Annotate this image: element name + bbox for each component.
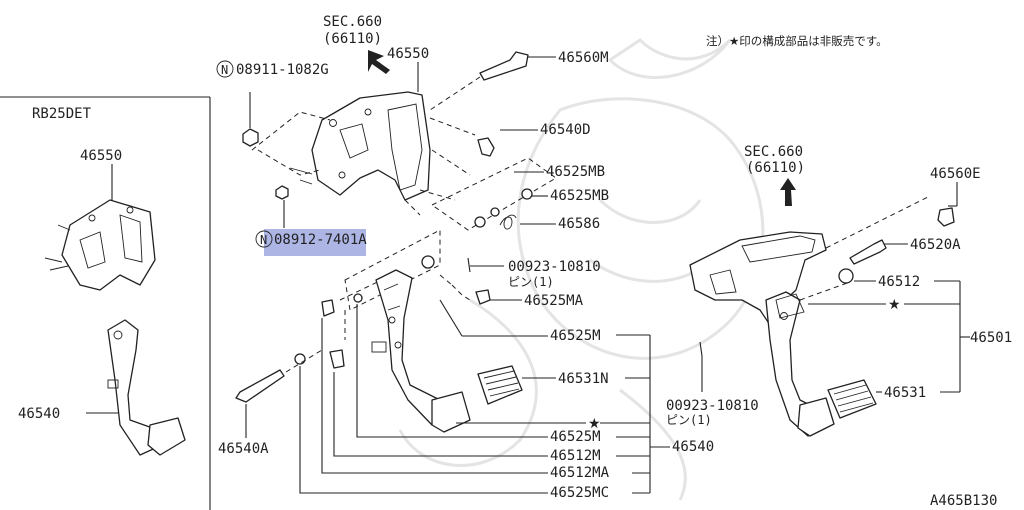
sec-ref-top: SEC.660 bbox=[323, 14, 382, 30]
pin-top-qty: ピン(1) bbox=[508, 275, 554, 289]
label-46540A: 46540A bbox=[218, 441, 269, 457]
pin-right-drawing bbox=[699, 341, 703, 357]
bolt-46560E-drawing bbox=[937, 207, 955, 227]
label-46512M: 46512M bbox=[550, 448, 601, 464]
label-46540-main: 46540 bbox=[672, 439, 714, 455]
label-46520A: 46520A bbox=[910, 237, 961, 253]
star-left: ★ bbox=[588, 416, 601, 432]
note-text: 注）★印の構成部品は非販売です。 bbox=[706, 34, 888, 48]
assembly-dash-1 bbox=[251, 111, 331, 151]
pedal-dash-box bbox=[344, 229, 441, 311]
label-46525M-2: 46525M bbox=[550, 429, 601, 445]
sec-ref-right-code: (66110) bbox=[746, 160, 805, 176]
nut-08911-drawing bbox=[242, 128, 259, 147]
label-46501: 46501 bbox=[970, 330, 1012, 346]
pedal-main-drawing bbox=[375, 269, 471, 433]
label-46540-inset: 46540 bbox=[18, 406, 60, 422]
star-right: ★ bbox=[888, 297, 901, 313]
pad-46531-drawing bbox=[827, 379, 877, 419]
highlight-08912 bbox=[264, 229, 366, 256]
label-46531N: 46531N bbox=[558, 371, 609, 387]
n-marker-08912 bbox=[255, 230, 273, 248]
pad-46531N-drawing bbox=[477, 365, 523, 405]
pedal-assembly-right-drawing bbox=[689, 231, 835, 437]
sec-ref-top-code: (66110) bbox=[323, 31, 382, 47]
bolt-side-drawing bbox=[289, 167, 313, 185]
label-46525M-1: 46525M bbox=[550, 328, 601, 344]
label-46540D: 46540D bbox=[540, 122, 591, 138]
bolt-46540A-drawing bbox=[235, 369, 285, 403]
label-08911: 08911-1082G bbox=[236, 62, 329, 78]
svg-text:N: N bbox=[221, 63, 228, 77]
bolt-46520A-drawing bbox=[849, 239, 887, 265]
bracket-main-drawing bbox=[311, 91, 431, 201]
label-46512MA: 46512MA bbox=[550, 465, 610, 481]
arrow-top bbox=[368, 50, 390, 74]
spring-box bbox=[431, 157, 557, 231]
label-46525MB-2: 46525MB bbox=[550, 188, 609, 204]
clip-46525MA-drawing bbox=[475, 289, 491, 305]
label-46531: 46531 bbox=[884, 385, 926, 401]
nut-small-drawing bbox=[275, 185, 289, 200]
variant-label: RB25DET bbox=[32, 106, 92, 122]
label-46525MA: 46525MA bbox=[524, 293, 584, 309]
n-marker-08911 bbox=[216, 60, 234, 78]
spring-46586-drawing bbox=[474, 207, 517, 230]
bolt-46540D-drawing bbox=[477, 137, 495, 157]
label-46586: 46586 bbox=[558, 216, 600, 232]
label-08912: 08912-7401A bbox=[274, 232, 367, 248]
pin-top-drawing bbox=[467, 257, 471, 273]
pedal-inset-drawing bbox=[107, 319, 186, 456]
bushing-top-drawing bbox=[421, 255, 435, 269]
clevis-drawing bbox=[321, 299, 335, 317]
label-00923-top: 00923-10810 bbox=[508, 259, 601, 275]
svg-text:N: N bbox=[260, 233, 267, 247]
label-46560M: 46560M bbox=[558, 50, 609, 66]
bushing-46525MC-drawing bbox=[294, 353, 306, 365]
label-46560E: 46560E bbox=[930, 166, 981, 182]
diagram-code: A465B130 bbox=[930, 493, 997, 509]
label-46512: 46512 bbox=[878, 274, 920, 290]
label-46525MB-1: 46525MB bbox=[546, 164, 605, 180]
watermark bbox=[398, 38, 765, 501]
label-46525MC: 46525MC bbox=[550, 485, 609, 501]
bolt-46560M-drawing bbox=[479, 51, 529, 81]
sec-ref-right: SEC.660 bbox=[744, 144, 803, 160]
label-46550-inset: 46550 bbox=[80, 148, 122, 164]
pin-right-qty: ピン(1) bbox=[666, 413, 712, 427]
arrow-right bbox=[780, 178, 796, 206]
label-00923-right: 00923-10810 bbox=[666, 398, 759, 414]
bracket-inset-drawing bbox=[44, 199, 156, 291]
bushing-46512MA-drawing bbox=[329, 349, 345, 369]
label-46550-main: 46550 bbox=[387, 46, 429, 62]
bushing-46512-drawing bbox=[838, 268, 854, 284]
